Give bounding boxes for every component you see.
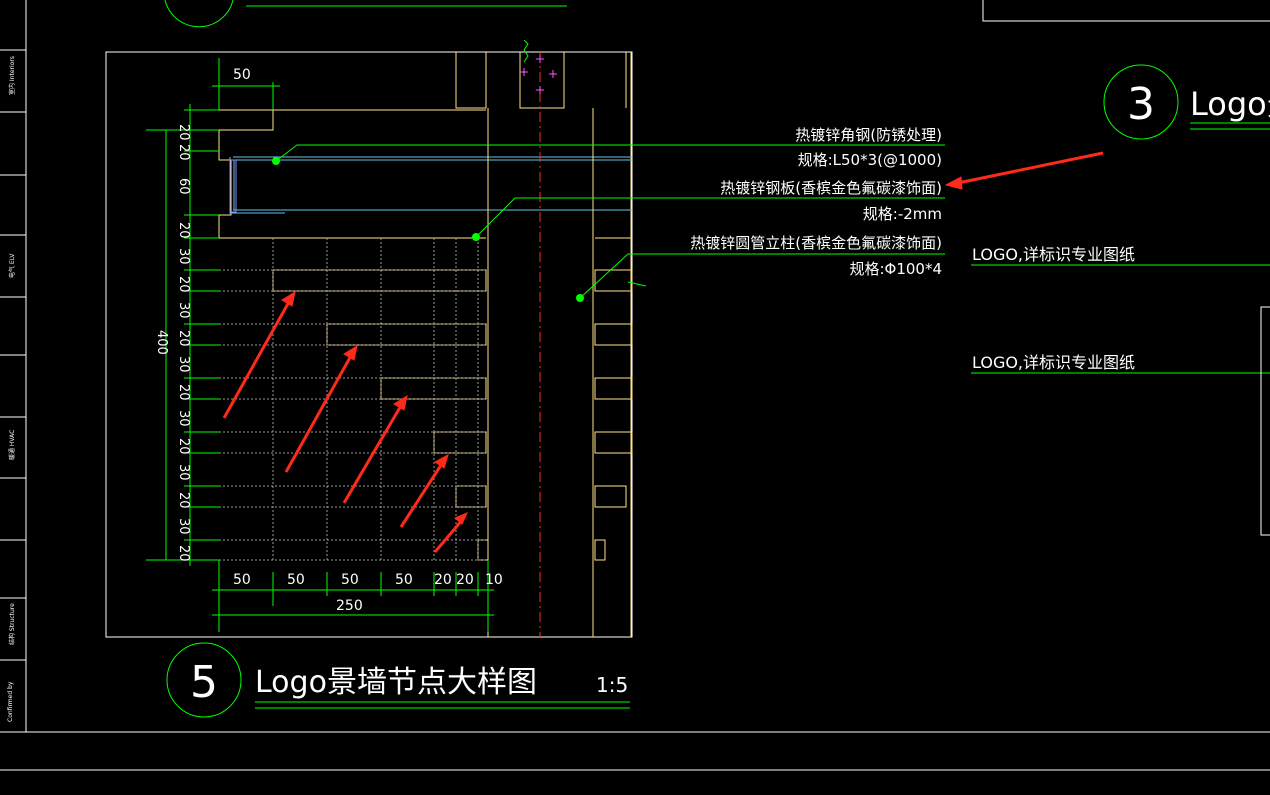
dim-left-3: 20 [176,222,191,239]
note-logo-ref-2: LOGO,详标识专业图纸 [972,353,1135,372]
dim-left-10: 30 [176,410,191,427]
round-tube-column [487,52,594,637]
dim-left-4: 30 [176,248,191,265]
detail5-title: Logo景墙节点大样图 [255,665,537,700]
logo-references: LOGO,详标识专业图纸 LOGO,详标识专业图纸 [972,245,1135,372]
angle-steel-hatch [229,159,237,213]
dim-left-9: 20 [176,384,191,401]
dim-bottom-2: 50 [341,572,359,588]
detail5-circle [166,642,242,718]
detail3-title: Logo景 [1190,85,1270,123]
sidebar-labels: 室内 Interiors 电气 ELV 暖通 HVAC 结构 Structure… [7,56,16,722]
dim-bottom-6: 10 [485,572,503,588]
sidebar-label-elv: 电气 ELV [8,253,16,278]
dim-left-8: 30 [176,356,191,373]
note-logo-ref-1: LOGO,详标识专业图纸 [972,245,1135,264]
dimension-labels-left: 20 20 60 20 30 20 30 20 30 20 30 20 30 2… [154,124,191,562]
note-steel-plate-spec: 规格:-2mm [863,205,942,223]
dim-left-total: 400 [154,330,169,355]
annotation-texts: 热镀锌角钢(防锈处理) 规格:L50*3(@1000) 热镀锌钢板(香槟金色氟碳… [690,126,942,278]
dim-top: 50 [233,67,251,83]
dimension-lines [146,58,280,566]
dim-left-15: 20 [176,545,191,562]
right-box [1260,306,1270,536]
dim-bottom-5: 20 [456,572,474,588]
note-angle-steel: 热镀锌角钢(防锈处理) [795,126,942,144]
dim-bottom-4: 20 [434,572,452,588]
detail3-circle [1103,64,1179,140]
dim-bottom-total: 250 [336,598,363,614]
note-steel-plate: 热镀锌钢板(香槟金色氟碳漆饰面) [720,179,942,197]
dim-left-0: 20 [176,124,191,141]
top-block [218,52,632,637]
detail5-number: 5 [190,657,218,708]
note-round-tube: 热镀锌圆管立柱(香槟金色氟碳漆饰面) [690,234,942,252]
dim-left-11: 20 [176,438,191,455]
leader-dots [272,157,584,302]
note-round-tube-spec: 规格:Φ100*4 [849,260,942,278]
dim-left-14: 30 [176,518,191,535]
dim-left-7: 20 [176,330,191,347]
dim-left-6: 30 [176,302,191,319]
dim-bottom-1: 50 [287,572,305,588]
dimension-labels-bottom: 50 50 50 50 20 20 10 250 [233,572,503,614]
dim-bottom-0: 50 [233,572,251,588]
detail5-scale: 1:5 [596,673,628,697]
break-symbol [523,39,529,63]
sidebar-label-structure: 结构 Structure [8,603,16,645]
sidebar-grid [0,49,26,661]
dim-bottom-3: 50 [395,572,413,588]
dim-left-5: 20 [176,276,191,293]
leader-lines [275,144,1270,374]
center-marks [520,55,557,94]
dim-left-12: 30 [176,464,191,481]
dimension-ticks-left [184,109,219,561]
top-right-box [982,0,1270,22]
dim-left-1: 20 [176,144,191,161]
angle-steel [229,156,632,214]
prev-detail-circle [164,0,234,28]
dimension-lines-bottom [212,560,494,632]
sidebar-label-interiors: 室内 Interiors [8,56,16,95]
dim-left-2: 60 [176,178,191,195]
sidebar-label-confirmed: Confirmed by [7,681,14,722]
dim-left-13: 20 [176,492,191,509]
sidebar-label-hvac: 暖通 HVAC [8,430,16,460]
note-angle-steel-spec: 规格:L50*3(@1000) [798,151,942,169]
detail3-number: 3 [1127,79,1155,130]
red-arrows [222,151,1104,553]
